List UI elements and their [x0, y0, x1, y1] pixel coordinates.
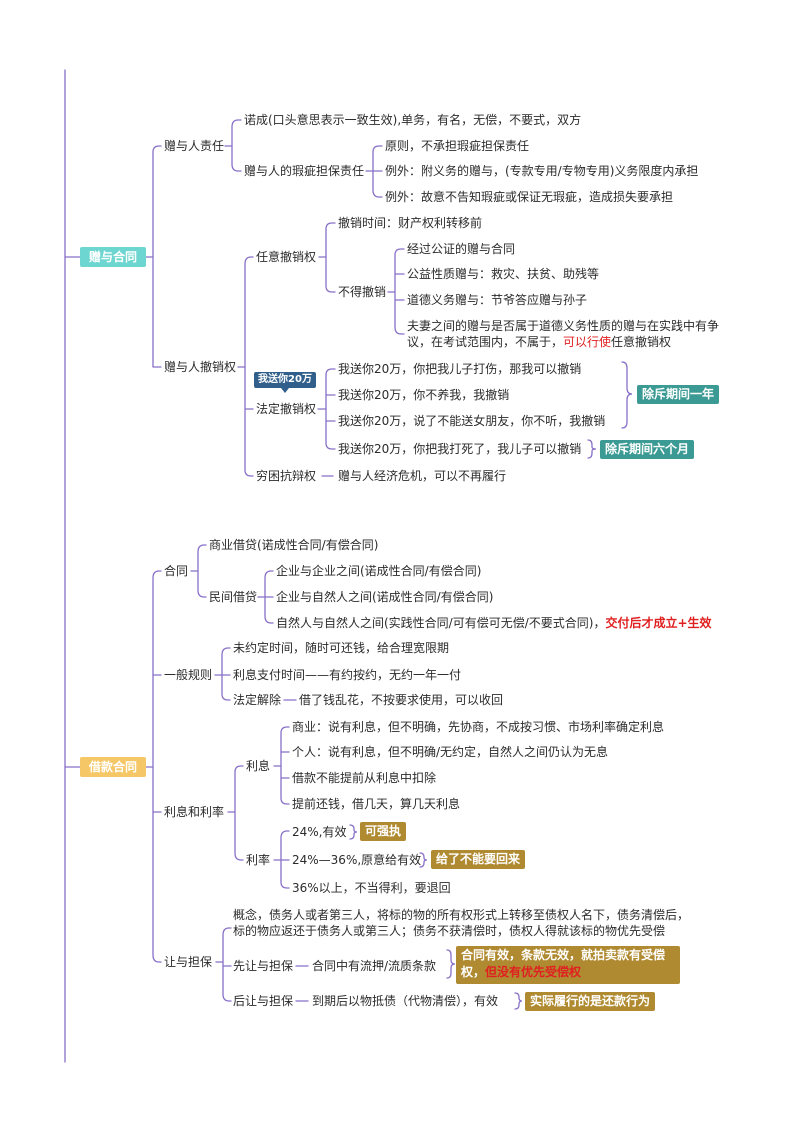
loan-contract-node: 合同	[164, 564, 189, 578]
rules-item-detail: 借了钱乱花，不按要求使用，可以收回	[299, 693, 504, 707]
gift-defect-item: 原则，不承担瑕疵担保责任	[385, 139, 530, 153]
poverty-defense-text: 赠与人经济危机，可以不再履行	[338, 469, 507, 483]
first-transfer-tag-text2: 权，	[461, 965, 486, 979]
rules-item: 利息支付时间——有约按约，无约一年一付	[233, 668, 462, 682]
highlight-text: 交付后才成立+生效	[605, 616, 712, 630]
first-transfer-tag: 合同有效，条款无效，就拍卖款有受偿 权，但没有优先受偿权	[456, 946, 680, 984]
no-revoke-item-cont-tail: 任意撤销权	[611, 335, 672, 349]
gift-defect-item: 例外：故意不告知瑕疵或保证无瑕疵，造成损失要承担	[385, 190, 674, 204]
rate-node: 利率	[246, 853, 271, 867]
highlight-text: 但没有优先受偿权	[485, 965, 582, 979]
general-rules-node: 一般规则	[164, 668, 213, 682]
legal-revoke-item: 我送你20万，你把我儿子打伤，那我可以撤销	[338, 362, 582, 376]
private-loan-item: 自然人与自然人之间(实践性合同/可有偿可无偿/不要式合同)，交付后才成立+生效	[276, 615, 712, 631]
later-transfer-tag: 实际履行的是还款行为	[525, 992, 656, 1011]
private-loan-node: 民间借贷	[209, 590, 258, 604]
later-transfer-text: 到期后以物抵债（代物清偿），有效	[312, 994, 499, 1008]
transfer-guarantee-node: 让与担保	[164, 955, 213, 969]
rate-tag: 给了不能要回来	[431, 850, 526, 869]
callout-bubble: 我送你20万	[254, 372, 316, 393]
period-tag: 除斥期间一年	[637, 385, 720, 404]
no-revoke-item: 道德义务赠与：节爷答应赠与孙子	[407, 293, 588, 307]
private-loan-item-text: 自然人与自然人之间(实践性合同/可有偿可无偿/不要式合同)，	[276, 616, 606, 630]
loan-contract-root: 借款合同	[80, 757, 146, 777]
first-transfer-node: 先让与担保	[233, 959, 294, 973]
rate-tag: 可强执	[360, 822, 407, 841]
legal-revoke-item: 我送你20万，你把我打死了，我儿子可以撤销	[338, 442, 582, 456]
later-transfer-node: 后让与担保	[233, 994, 294, 1008]
legal-revoke-node: 法定撤销权	[256, 402, 317, 416]
transfer-concept-text: 概念，债务人或者第三人，将标的物的所有权形式上转移至债权人名下，债务清偿后，	[233, 908, 690, 922]
no-revoke-item-cont: 议，在考试范围内，不属于，可以行使任意撤销权	[407, 334, 671, 350]
revoke-time-text: 撤销时间：财产权利转移前	[338, 216, 483, 230]
lixi-item: 商业：说有利息，但不明确，先协商，不成按习惯、市场利率确定利息	[292, 720, 665, 734]
no-revoke-item-cont-text: 议，在考试范围内，不属于，	[407, 335, 564, 349]
private-loan-item: 企业与自然人之间(诺成性合同/有偿合同)	[276, 590, 494, 604]
gift-liability-node: 赠与人责任	[164, 139, 225, 153]
no-revoke-item: 夫妻之间的赠与是否属于道德义务性质的赠与在实践中有争	[407, 319, 720, 333]
gift-nature-text: 诺成(口头意思表示一致生效),单务，有名，无偿，不要式，双方	[244, 113, 582, 127]
lixi-node: 利息	[246, 759, 271, 773]
transfer-concept-text: 标的物应返还于债务人或第三人；债务不获清偿时，债权人得就该标的物优先受偿	[233, 924, 666, 938]
gift-defect-item: 例外：附义务的赠与，(专款专用/专物专用)义务限度内承担	[385, 164, 699, 178]
rate-item: 24%,有效	[292, 825, 347, 839]
lixi-item: 借款不能提前从利息中扣除	[292, 771, 437, 785]
arbitrary-revoke-node: 任意撤销权	[256, 250, 317, 264]
legal-revoke-item: 我送你20万，说了不能送女朋友，你不听，我撤销	[338, 414, 606, 428]
rate-item: 36%以上，不当得利，要退回	[292, 881, 451, 895]
first-transfer-text: 合同中有流押/流质条款	[312, 959, 437, 973]
rules-item: 未约定时间，随时可还钱，给合理宽限期	[233, 641, 450, 655]
rules-item: 法定解除	[233, 693, 282, 707]
lixi-item: 提前还钱，借几天，算几天利息	[292, 797, 461, 811]
lixi-item: 个人：说有利息，但不明确/无约定，自然人之间仍认为无息	[292, 745, 609, 759]
period-tag: 除斥期间六个月	[600, 440, 695, 459]
rate-item: 24%—36%,原意给有效	[292, 853, 422, 867]
private-loan-item: 企业与企业之间(诺成性合同/有偿合同)	[276, 564, 482, 578]
commercial-loan-text: 商业借贷(诺成性合同/有偿合同)	[209, 538, 379, 552]
first-transfer-tag-text: 合同有效，条款无效，就拍卖款有受偿	[461, 948, 666, 962]
interest-node: 利息和利率	[164, 805, 225, 819]
gift-contract-root: 赠与合同	[80, 247, 146, 267]
poverty-defense-node: 穷困抗辩权	[256, 469, 317, 483]
no-revoke-node: 不得撤销	[338, 285, 387, 299]
no-revoke-item: 公益性质赠与：救灾、扶贫、助残等	[407, 267, 600, 281]
highlight-text: 可以行使	[563, 335, 612, 349]
gift-revoke-node: 赠与人撤销权	[164, 360, 237, 374]
gift-defect-node: 赠与人的瑕疵担保责任	[244, 164, 365, 178]
no-revoke-item: 经过公证的赠与合同	[407, 242, 516, 256]
legal-revoke-item: 我送你20万，你不养我，我撤销	[338, 388, 510, 402]
